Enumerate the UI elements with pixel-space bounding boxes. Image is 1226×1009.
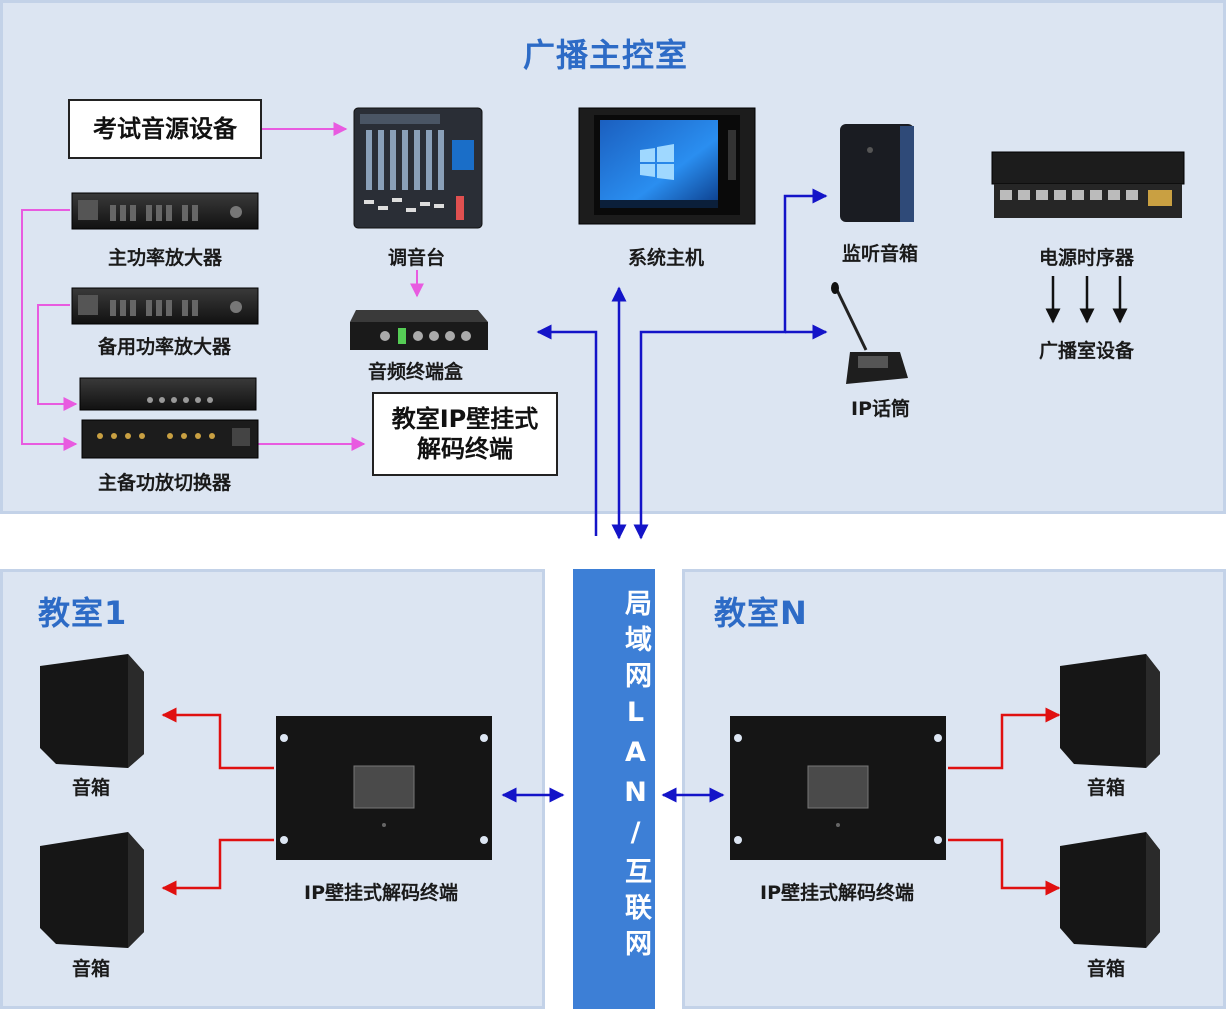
lan-bar: 局域网LAN/互联网 xyxy=(573,569,655,1009)
audio-box-label: 音频终端盒 xyxy=(368,361,464,383)
mixer-label: 调音台 xyxy=(388,247,446,269)
backup-amp-to-switcher-line xyxy=(37,304,78,411)
sequencer-output-arrows xyxy=(1045,276,1128,324)
classroomN-speaker-bottom-label: 音箱 xyxy=(1087,958,1126,980)
ip-mic-label: IP话筒 xyxy=(851,398,910,420)
backup-amplifier-image xyxy=(71,287,259,325)
control-room-title: 广播主控室 xyxy=(523,36,689,74)
pink-signal-lines xyxy=(21,122,424,451)
sequencer-label: 电源时序器 xyxy=(1039,247,1135,269)
decoder-box-line2: 解码终端 xyxy=(417,435,513,463)
exam-audio-source-box: 考试音源设备 xyxy=(68,99,262,159)
audio-terminal-box-image xyxy=(350,310,488,350)
classroom1-speaker-top-label: 音箱 xyxy=(72,777,111,799)
classroom1-terminal-label: IP壁挂式解码终端 xyxy=(304,882,458,904)
classroom1-speaker-bottom-label: 音箱 xyxy=(72,958,111,980)
ip-microphone-image xyxy=(831,282,908,384)
lan-label: 局域网LAN/互联网 xyxy=(620,589,651,965)
switcher-image xyxy=(79,377,259,459)
classroom1-decoder-image xyxy=(276,716,492,860)
monitor-speaker-label: 监听音箱 xyxy=(842,243,919,265)
decoder-box-line1: 教室IP壁挂式 xyxy=(391,405,539,433)
red-speaker-lines xyxy=(161,707,1061,896)
classroom1-speaker-top-image xyxy=(40,654,144,768)
blue-network-lines xyxy=(501,188,828,803)
decoder-terminal-box: 教室IP壁挂式 解码终端 xyxy=(372,392,558,476)
lan-to-audiobox-line xyxy=(536,324,598,536)
switcher-label: 主备功放切换器 xyxy=(98,472,232,494)
main-amplifier-label: 主功率放大器 xyxy=(108,247,223,269)
main-amplifier-image xyxy=(71,192,259,230)
room-equipment-label: 广播室设备 xyxy=(1039,340,1135,362)
power-sequencer-image xyxy=(991,151,1185,218)
backup-amplifier-label: 备用功率放大器 xyxy=(98,336,232,358)
classroomN-speaker-top-image xyxy=(1060,654,1160,768)
classroomN-title: 教室N xyxy=(714,594,808,632)
classroomN-speaker-top-label: 音箱 xyxy=(1087,777,1126,799)
classroomN-speaker-bottom-image xyxy=(1060,832,1160,948)
monitor-speaker-image xyxy=(840,124,914,222)
classroom1-speaker-bottom-image xyxy=(40,832,144,948)
main-amp-to-switcher-line xyxy=(21,209,78,451)
system-host-image xyxy=(578,107,756,225)
host-label: 系统主机 xyxy=(628,247,705,269)
classroomN-terminal-label: IP壁挂式解码终端 xyxy=(760,882,914,904)
classroomN-decoder-image xyxy=(730,716,946,860)
mixer-image xyxy=(353,107,483,229)
classroom1-title: 教室1 xyxy=(38,594,128,632)
